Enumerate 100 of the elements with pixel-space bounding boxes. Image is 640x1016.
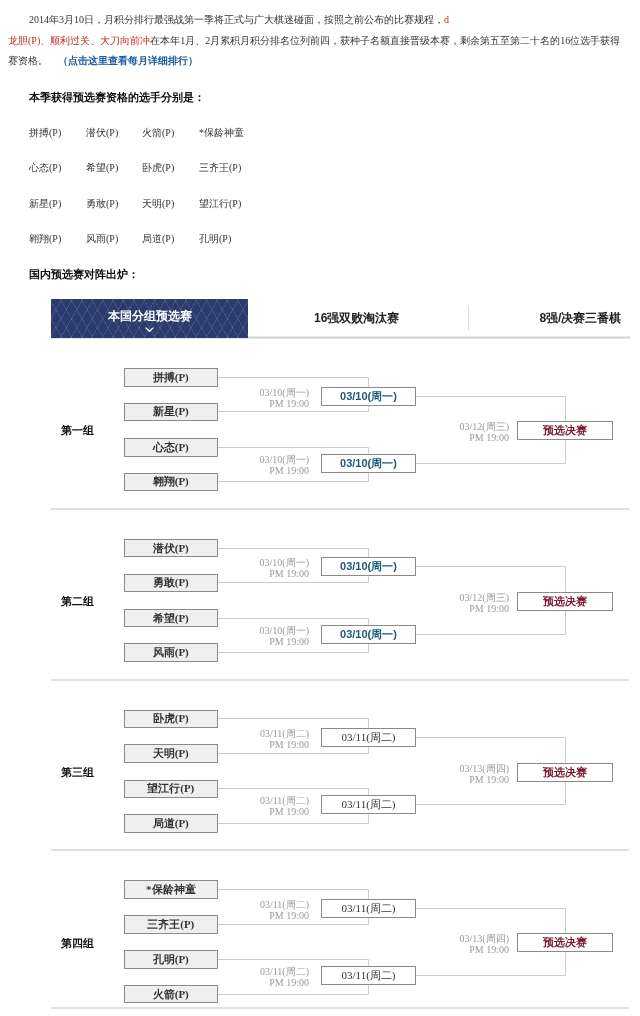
player-name: 望江行(P): [147, 782, 195, 796]
group-label: 第二组: [61, 594, 94, 609]
schedule-text: PM 19:00: [269, 806, 309, 818]
connector-line: [217, 813, 369, 824]
news-text: 在本年1月、2月累积月积分排名位列前四，获种子名额直接晋级本赛，剩余第五至第二十名的16位选手获得: [150, 34, 621, 47]
player-name: 翱翔(P): [29, 231, 62, 245]
final-box: [517, 933, 613, 953]
group-label: 第四组: [61, 935, 94, 950]
schedule-text: PM 19:00: [269, 635, 309, 647]
match-date: 03/11(周二): [341, 798, 396, 812]
player-name: 拼搏(P): [152, 370, 189, 384]
player-name: 局道(P): [142, 231, 175, 245]
connector-line: [217, 959, 369, 967]
highlighted-text: 龙胆(P)、顺利过关、大刀向前冲: [8, 34, 151, 47]
match-box: [321, 966, 416, 986]
schedule-text: PM 19:00: [469, 944, 509, 956]
player-box: [123, 643, 218, 662]
tab-label: 8强/决赛三番棋: [539, 310, 622, 325]
schedule-text: PM 19:00: [269, 397, 309, 409]
schedule-text: 03/13(周四): [459, 933, 509, 945]
schedule-text: PM 19:00: [469, 602, 509, 614]
player-name: 潜伏(P): [152, 541, 189, 555]
connector-line: [415, 908, 566, 934]
connector-line: [415, 566, 566, 593]
player-name: 风雨(P): [152, 646, 189, 660]
final-box: [517, 421, 613, 440]
player-name: 新星(P): [29, 196, 62, 210]
match-box: [321, 728, 416, 748]
player-name: 心态(P): [29, 161, 62, 174]
final-box: [517, 591, 613, 611]
player-name: 希望(P): [152, 611, 189, 625]
schedule-text: PM 19:00: [469, 773, 509, 785]
player-name: 拼搏(P): [29, 126, 62, 139]
connector-line: [217, 984, 369, 995]
match-box: [321, 453, 416, 473]
player-box: [123, 472, 218, 491]
schedule-text: PM 19:00: [269, 464, 309, 476]
final-title: 预选决赛: [543, 936, 587, 950]
connector-line: [217, 746, 369, 754]
match-date: 03/11(周二): [341, 969, 396, 983]
connector-line: [217, 643, 369, 653]
player-box: [123, 915, 218, 934]
connector-line: [217, 472, 369, 482]
final-title: 预选决赛: [543, 594, 587, 608]
player-box: [123, 744, 218, 763]
player-name: 心态(P): [152, 440, 189, 454]
player-box: [123, 779, 218, 799]
connector-line: [217, 575, 369, 583]
connector-line: [217, 377, 369, 387]
schedule-text: PM 19:00: [269, 568, 309, 580]
schedule-text: PM 19:00: [469, 432, 509, 443]
player-box: [123, 880, 218, 899]
match-date: 03/10(周一): [340, 456, 397, 470]
tab-label: 16强双败淘汰赛: [314, 310, 400, 325]
player-box: [123, 573, 218, 592]
player-name: 孔明(P): [199, 231, 232, 245]
player-box: [123, 984, 218, 1004]
match-box: [321, 898, 416, 918]
schedule-text: PM 19:00: [269, 977, 309, 989]
player-name: 天明(P): [142, 196, 175, 210]
player-box: [123, 814, 218, 833]
match-box: [321, 557, 416, 577]
schedule-text: PM 19:00: [269, 739, 309, 751]
player-name: *保龄神童: [199, 126, 244, 139]
player-name: 翱翔(P): [152, 475, 189, 489]
group-label: 第三组: [61, 765, 94, 779]
news-text: 2014年3月10日，月积分排行最强战第一季将正式与广大棋迷碰面，按照之前公布的比赛规程，: [29, 13, 444, 26]
player-box: [123, 538, 218, 558]
match-date: 03/11(周二): [341, 731, 396, 745]
player-name: 天明(P): [152, 747, 189, 761]
player-name: 勇敢(P): [152, 576, 189, 590]
player-name: 火箭(P): [152, 987, 189, 1001]
player-name: 风雨(P): [86, 231, 119, 245]
player-box: [123, 368, 218, 387]
schedule-text: 03/13(周四): [459, 762, 509, 774]
connector-line: [415, 396, 566, 422]
player-name: 望江行(P): [199, 196, 242, 210]
player-name: 局道(P): [152, 816, 189, 830]
match-date: 03/10(周一): [340, 389, 397, 403]
player-name: 希望(P): [86, 161, 119, 174]
schedule-text: 03/12(周三): [459, 421, 509, 432]
connector-line: [415, 737, 566, 764]
connector-line: [217, 788, 369, 796]
connector-line: [217, 618, 369, 626]
active-tab: 本国分组预选赛: [51, 299, 248, 338]
news-text: 赛资格。: [8, 54, 48, 67]
player-name: 火箭(P): [142, 126, 175, 139]
link: （点击这里查看每月详细排行）: [58, 54, 198, 67]
player-name: 潜伏(P): [86, 126, 119, 139]
player-name: 卧虎(P): [152, 712, 189, 726]
player-name: 新星(P): [152, 405, 189, 419]
schedule-text: 03/12(周三): [459, 591, 509, 603]
player-box: [123, 608, 218, 628]
connector-line: [217, 447, 369, 455]
player-name: 卧虎(P): [142, 161, 175, 174]
player-name: 三齐王(P): [147, 917, 195, 931]
section-heading: 国内预选赛对阵出炉：: [29, 267, 139, 281]
match-date: 03/11(周二): [341, 901, 396, 915]
connector-line: [217, 917, 369, 925]
match-box: [321, 386, 416, 406]
